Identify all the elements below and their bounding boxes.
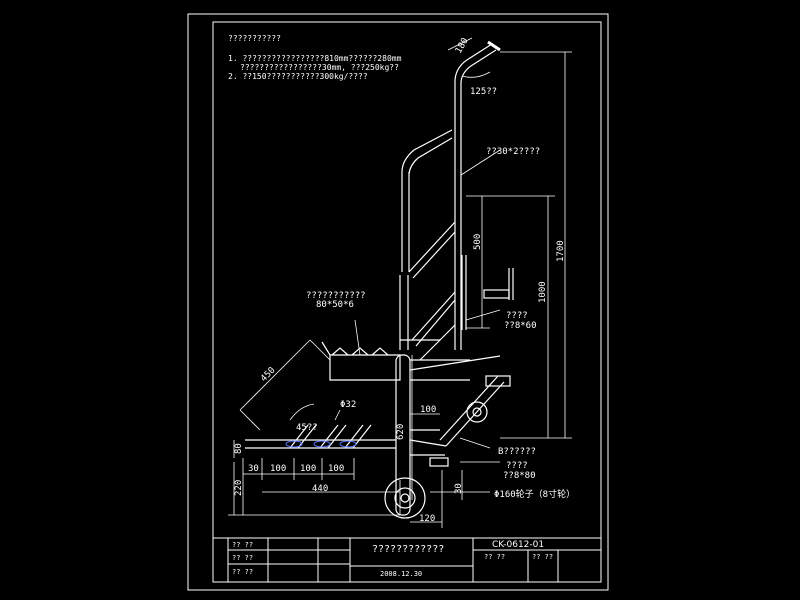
label-frame: ??????????? (306, 291, 366, 301)
dim-100-c: 100 (328, 464, 344, 474)
notes-line-1b: ?????????????????30mm, ???250kg?? (240, 63, 399, 72)
outer-border (187, 13, 609, 591)
dim-450: 450 (259, 366, 278, 385)
dim-30-right: 30 (454, 483, 464, 494)
notes-line-1: 1. ?????????????????810mm??????280mm (228, 54, 402, 63)
dim-100-d: 100 (420, 405, 436, 415)
label-frame-spec: 80*50*6 (316, 300, 354, 310)
wheels (384, 401, 488, 519)
inner-border (212, 21, 602, 583)
label-handle-angle: 125?? (470, 87, 497, 97)
label-bracket2: ???? (506, 461, 528, 471)
label-bracket-spec: ??8*60 (504, 321, 537, 331)
tb-drawing-title: ???????????? (372, 544, 445, 555)
dim-1700: 1700 (556, 240, 566, 262)
tb-date: 2008.12.30 (380, 570, 423, 578)
dim-180: 180 (454, 36, 471, 55)
tb-row3-label: ?? ?? (232, 568, 254, 576)
dim-220: 220 (234, 480, 244, 496)
dim-80: 80 (234, 443, 244, 454)
dim-500: 500 (473, 234, 483, 250)
fork-holes (285, 440, 357, 448)
label-phi32: Φ32 (340, 400, 356, 410)
dim-120: 120 (419, 514, 435, 524)
notes-line-2: 2. ??150???????????300kg/???? (228, 72, 368, 81)
label-wheel: Φ160轮子（8寸轮） (494, 488, 575, 500)
label-bracket2-spec: ??8*80 (503, 471, 536, 481)
dim-30-left: 30 (248, 464, 259, 474)
tb-row1-label: ?? ?? (232, 541, 254, 549)
tb-drawing-no: CK-0612-01 (492, 540, 545, 550)
title-block-lines (213, 537, 601, 582)
trolley-frame (321, 40, 514, 516)
label-tube-spec: ??30*2???? (486, 147, 540, 157)
label-bracket: ???? (506, 311, 528, 321)
dim-620: 620 (396, 424, 406, 440)
dim-440: 440 (312, 484, 328, 494)
forks (245, 347, 396, 449)
label-part-b: B?????? (498, 447, 536, 457)
dim-100-a: 100 (270, 464, 286, 474)
tb-row2-col5: ?? ?? (532, 553, 554, 561)
label-angle-45: 45?? (296, 423, 318, 433)
dim-100-b: 100 (300, 464, 316, 474)
notes-title: ??????????? (228, 34, 281, 43)
tb-row2-label: ?? ?? (232, 554, 254, 562)
dimension-lines (228, 37, 572, 528)
tb-row2-col4: ?? ?? (484, 553, 506, 561)
dim-1000: 1000 (538, 281, 548, 303)
